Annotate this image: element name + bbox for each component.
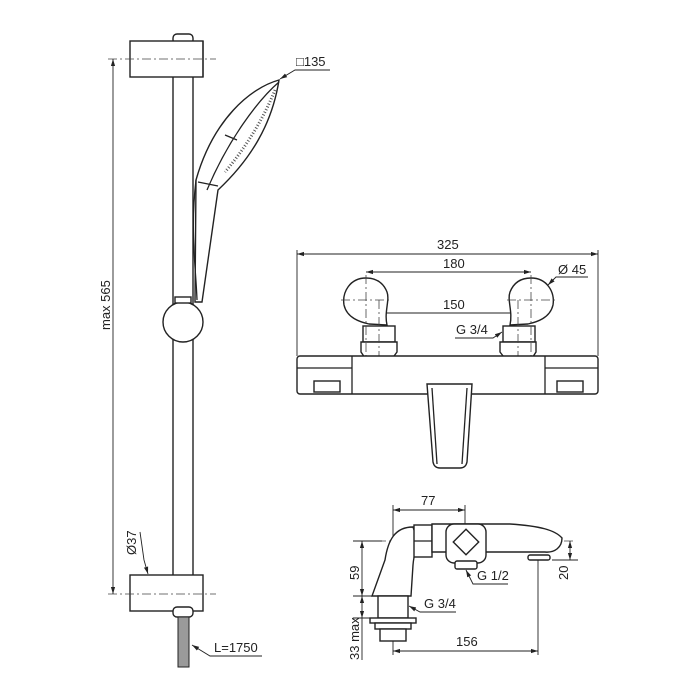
inlet-elbow xyxy=(371,526,421,597)
handshower xyxy=(192,79,280,303)
hose xyxy=(177,616,190,668)
overall-width-label: 325 xyxy=(437,237,459,252)
connection-thread-label: G 3/4 xyxy=(456,322,488,337)
connection-thread-leader xyxy=(455,331,503,339)
outlet-thread-leader xyxy=(465,569,508,585)
spout-height-label: 20 xyxy=(556,566,571,580)
spout-projection-label: 156 xyxy=(456,634,478,649)
height-label: max 565 xyxy=(98,280,113,330)
hose-leader xyxy=(191,644,262,657)
top-bracket xyxy=(129,33,204,78)
temperature-button-left[interactable] xyxy=(313,380,341,393)
hose-length-label: L=1750 xyxy=(214,640,258,655)
thermostat-front-view: 325 180 150 Ø 45 xyxy=(296,237,599,469)
connection-centres-label: 180 xyxy=(443,256,465,271)
handshower-leader xyxy=(279,69,330,80)
deck-fixing xyxy=(369,595,417,642)
side-height-label: 59 xyxy=(347,566,362,580)
bracket-diameter-leader xyxy=(139,531,149,575)
slider-knob[interactable] xyxy=(162,301,204,343)
spout-outlet xyxy=(527,554,551,561)
handle-diameter-leader xyxy=(547,276,588,286)
depth-label: 77 xyxy=(421,493,435,508)
inner-centres-label: 150 xyxy=(443,297,465,312)
handle-diameter-label: Ø 45 xyxy=(558,262,586,277)
deck-thickness-label: 33 max xyxy=(347,617,362,660)
thermostat-side-view: 77 59 33 max 156 20 G 1/2 G 3/4 xyxy=(347,493,578,660)
handshower-label: □135 xyxy=(296,54,326,69)
inlet-thread-leader xyxy=(408,605,456,613)
temperature-button-right[interactable] xyxy=(556,380,584,393)
inlet-thread-label: G 3/4 xyxy=(424,596,456,611)
outlet-nut xyxy=(454,560,478,570)
spout-front xyxy=(426,383,473,469)
bottom-bracket xyxy=(129,574,204,618)
bracket-diameter-label: Ø37 xyxy=(124,530,139,555)
outlet-thread-label: G 1/2 xyxy=(477,568,509,583)
shower-rail-view: max 565 □135 Ø37 L=1750 xyxy=(98,33,330,668)
